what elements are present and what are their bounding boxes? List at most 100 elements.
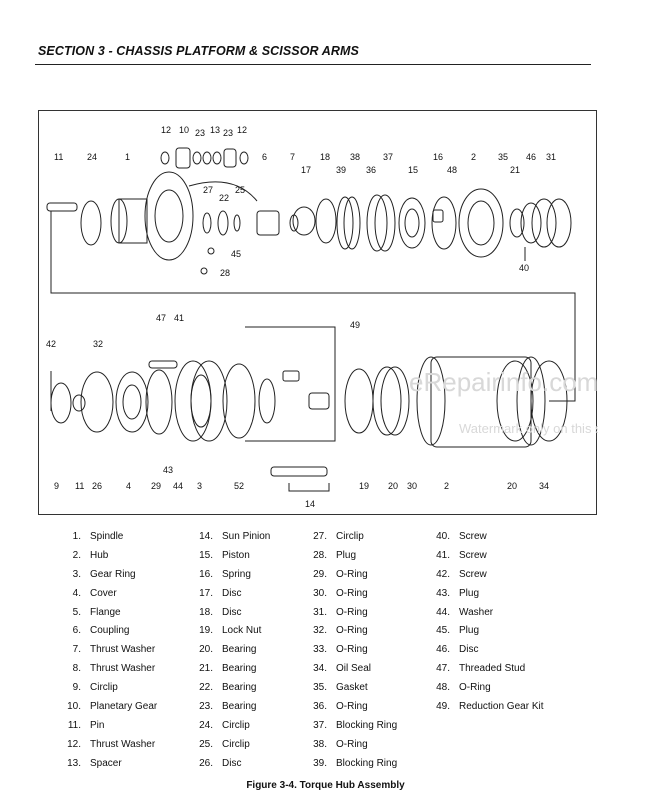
callout: 7: [290, 152, 295, 162]
callout: 36: [366, 165, 376, 175]
part-item: 42.Screw: [436, 568, 487, 580]
part-item: 6.Coupling: [72, 625, 130, 637]
part-item: 8.Thrust Washer: [72, 663, 156, 675]
callout: 23: [195, 128, 205, 138]
part-item: 40.Screw: [436, 531, 487, 542]
part-item: 44.Washer: [436, 606, 494, 618]
part-item: 3.Gear Ring: [72, 568, 136, 580]
exploded-diagram: eRepairinfo.com Watermark only on this s…: [38, 110, 598, 515]
callout: 2: [444, 481, 449, 491]
part-item: 32.O-Ring: [313, 625, 368, 637]
callout: 20: [507, 481, 517, 491]
callout: 16: [433, 152, 443, 162]
part-item: 33.O-Ring: [313, 644, 368, 656]
part-item: 36.O-Ring: [313, 701, 368, 713]
callout: 38: [350, 152, 360, 162]
callout: 29: [151, 481, 161, 491]
parts-column-4: 40.Screw 41.Screw 42.Screw 43.Plug 44.Wa…: [431, 528, 544, 717]
callout: 40: [519, 263, 529, 273]
callout-labels-bottom: 47 41 49 42 32 43 14 9 11 26 4 29 44 3 5…: [46, 313, 549, 509]
part-item: 26.Disc: [199, 757, 242, 769]
parts-column-2: 14.Sun Pinion 15.Piston 16.Spring 17.Dis…: [193, 528, 271, 774]
spindle-flange: [144, 171, 194, 261]
part-item: 41.Screw: [436, 549, 487, 561]
part-item: 17.Disc: [199, 587, 242, 599]
circlip-shape: [80, 200, 102, 246]
part-item: 24.Circlip: [199, 719, 250, 731]
part-item: 45.Plug: [436, 625, 480, 637]
part-item: 34.Oil Seal: [313, 663, 372, 675]
callout: 39: [336, 165, 346, 175]
part-item: 12.Thrust Washer: [67, 738, 156, 750]
part-item: 46.Disc: [436, 644, 479, 656]
part-item: 15.Piston: [199, 549, 250, 561]
callout: 44: [173, 481, 183, 491]
part-item: 31.O-Ring: [313, 606, 368, 618]
callout: 17: [301, 165, 311, 175]
parts-column-3: 27.Circlip 28.Plug 29.O-Ring 30.O-Ring 3…: [307, 528, 398, 774]
part-item: 7.Thrust Washer: [72, 644, 156, 656]
callout: 37: [383, 152, 393, 162]
callout: 48: [447, 165, 457, 175]
part-item: 14.Sun Pinion: [199, 531, 271, 542]
part-item: 18.Disc: [199, 606, 242, 618]
callout: 32: [93, 339, 103, 349]
callout: 31: [546, 152, 556, 162]
part-item: 20.Bearing: [199, 644, 257, 656]
part-item: 28.Plug: [313, 549, 357, 561]
callout: 12: [161, 125, 171, 135]
watermark-note: Watermark only on this sample: [459, 421, 598, 436]
callout: 2: [471, 152, 476, 162]
callout: 23: [223, 128, 233, 138]
callout: 9: [54, 481, 59, 491]
callout: 41: [174, 313, 184, 323]
part-item: 35.Gasket: [313, 682, 368, 694]
callout: 13: [210, 125, 220, 135]
part-item: 25.Circlip: [199, 738, 250, 750]
callout: 10: [179, 125, 189, 135]
parts-column-1: 1.Spindle 2.Hub 3.Gear Ring 4.Cover 5.Fl…: [60, 528, 158, 774]
callout: 27: [203, 185, 213, 195]
spindle-shaft: [118, 198, 148, 244]
callout: 47: [156, 313, 166, 323]
header-rule: [35, 64, 591, 65]
part-item: 13.Spacer: [67, 757, 122, 769]
callout: 22: [219, 193, 229, 203]
part-item: 29.O-Ring: [313, 568, 368, 580]
callout: 1: [125, 152, 130, 162]
callout: 19: [359, 481, 369, 491]
part-item: 21.Bearing: [199, 663, 257, 675]
part-item: 5.Flange: [72, 606, 121, 618]
part-item: 9.Circlip: [72, 682, 118, 694]
callout: 34: [539, 481, 549, 491]
section-title: SECTION 3 - CHASSIS PLATFORM & SCISSOR A…: [38, 44, 359, 58]
callout: 52: [234, 481, 244, 491]
callout: 11: [54, 152, 63, 162]
callout: 35: [498, 152, 508, 162]
callout: 11: [75, 481, 84, 491]
callout: 45: [231, 249, 241, 259]
part-item: 30.O-Ring: [313, 587, 368, 599]
callout: 18: [320, 152, 330, 162]
callout: 46: [526, 152, 536, 162]
callout: 6: [262, 152, 267, 162]
callout: 25: [235, 185, 245, 195]
callout: 26: [92, 481, 102, 491]
part-item: 10.Planetary Gear: [67, 701, 158, 713]
callout: 28: [220, 268, 230, 278]
part-item: 49.Reduction Gear Kit: [436, 701, 544, 713]
callout: 20: [388, 481, 398, 491]
callout: 42: [46, 339, 56, 349]
callout: 3: [197, 481, 202, 491]
callout-labels-top: 12 10 23 13 23 12 11 24 1 6 7 18 38 37 1…: [54, 125, 556, 278]
part-item: 27.Circlip: [313, 531, 364, 542]
watermark-text: eRepairinfo.com: [409, 367, 598, 397]
part-item: 48.O-Ring: [436, 682, 491, 694]
part-item: 38.O-Ring: [313, 738, 368, 750]
callout: 12: [237, 125, 247, 135]
part-item: 39.Blocking Ring: [313, 757, 398, 769]
part-item: 47.Threaded Stud: [436, 663, 526, 675]
callout: 14: [305, 499, 315, 509]
part-item: 37.Blocking Ring: [313, 719, 398, 731]
part-item: 19.Lock Nut: [199, 625, 262, 637]
